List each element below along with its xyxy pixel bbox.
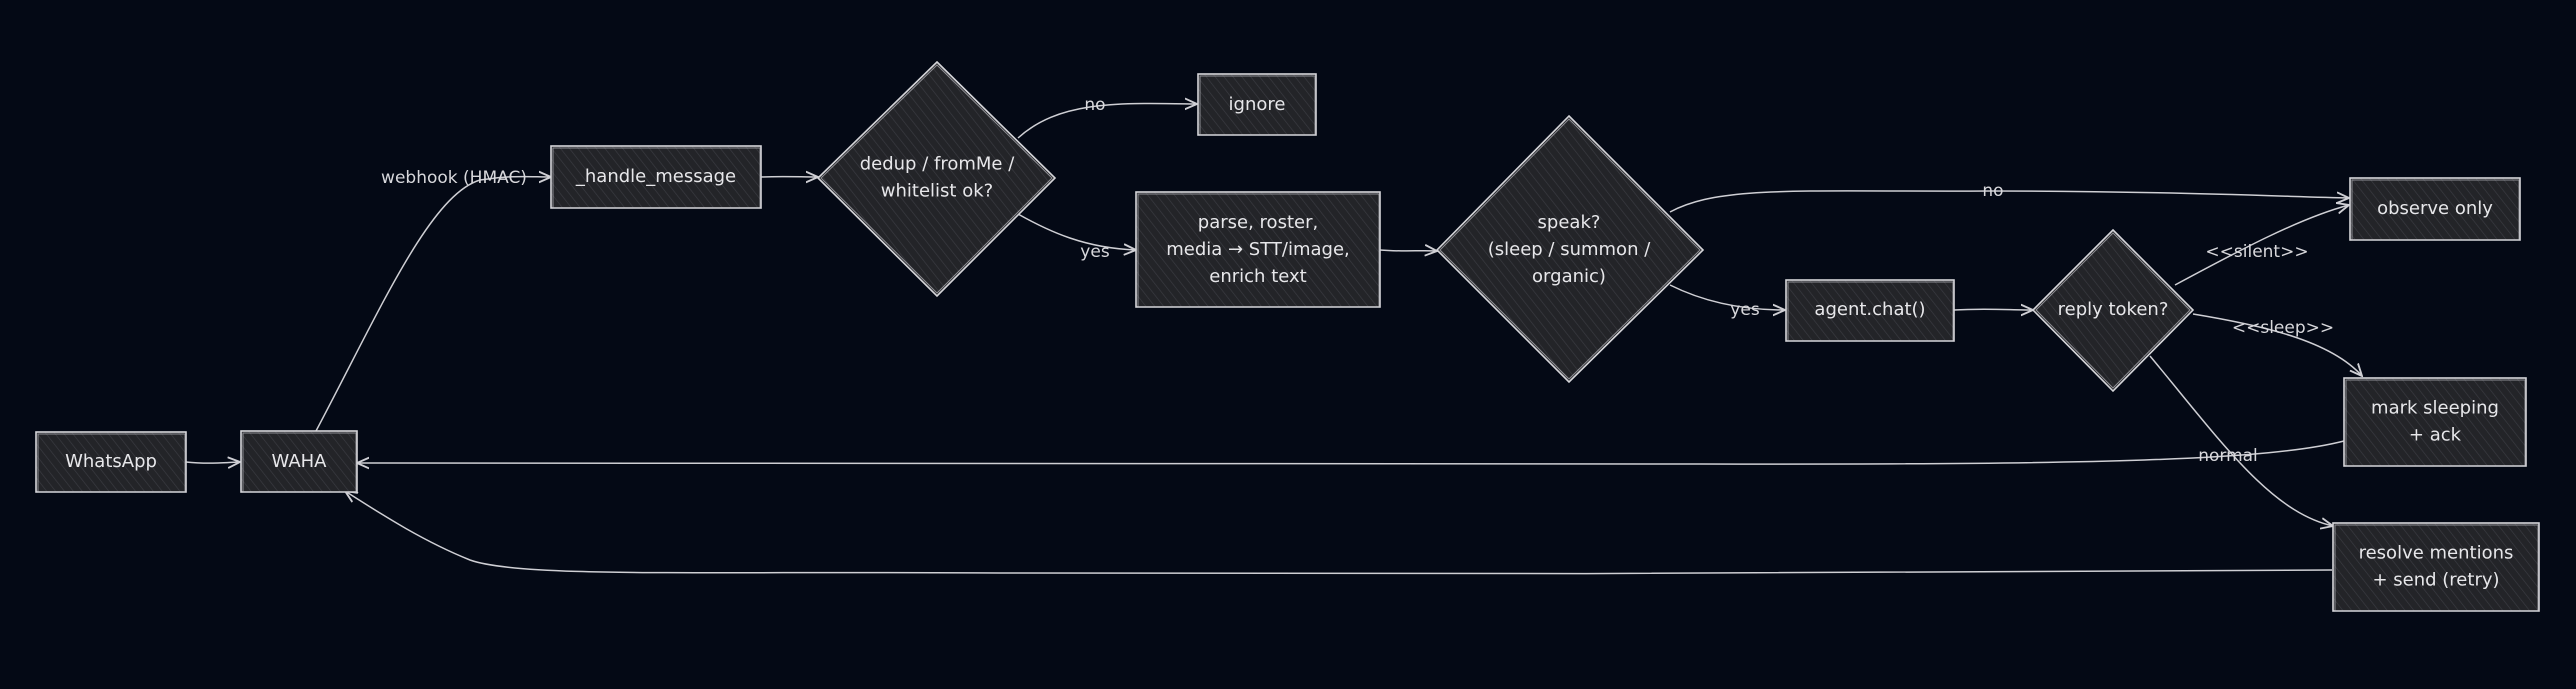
edge-speak-to-observe-only	[1670, 191, 2349, 212]
node-ignore[interactable]: ignore	[1198, 74, 1316, 135]
node-handle-message-label: _handle_message	[575, 166, 736, 187]
node-dedup-decision[interactable]: dedup / fromMe /whitelist ok?	[818, 62, 1055, 296]
node-whatsapp-label: WhatsApp	[65, 451, 157, 472]
node-waha-label: WAHA	[272, 451, 328, 472]
edge-waha-to-handle-message	[316, 177, 551, 431]
node-waha[interactable]: WAHA	[241, 431, 357, 492]
node-ignore-label: ignore	[1229, 94, 1286, 115]
edge-dedup-to-parse	[1018, 214, 1136, 250]
edge-label-yes-agent: yes	[1730, 300, 1760, 320]
edge-agent-chat-to-reply-token	[1954, 309, 2033, 310]
edge-label-silent: <<silent>>	[2205, 242, 2308, 262]
edge-speak-to-agent-chat	[1670, 285, 1785, 310]
nodes-layer: WhatsApp WAHA _handle_message dedup / fr…	[36, 62, 2539, 611]
node-observe-only-label: observe only	[2377, 198, 2493, 219]
node-observe-only[interactable]: observe only	[2350, 178, 2520, 240]
node-agent-chat[interactable]: agent.chat()	[1786, 280, 1954, 341]
node-parse-enrich[interactable]: parse, roster,media → STT/image,enrich t…	[1136, 192, 1380, 307]
edge-mark-sleeping-to-waha	[357, 441, 2344, 464]
node-whatsapp[interactable]: WhatsApp	[36, 432, 186, 492]
edge-label-webhook: webhook (HMAC)	[381, 168, 527, 188]
edge-label-no-observe: no	[1982, 181, 2003, 201]
edge-label-no-ignore: no	[1084, 95, 1105, 115]
edge-whatsapp-to-waha	[186, 462, 240, 463]
edge-reply-token-to-resolve-mentions	[2150, 356, 2333, 526]
edge-label-normal: normal	[2198, 446, 2258, 466]
node-reply-token-label: reply token?	[2058, 299, 2169, 320]
edge-label-sleep: <<sleep>>	[2232, 318, 2334, 338]
node-reply-token-decision[interactable]: reply token?	[2033, 230, 2193, 391]
edge-resolve-mentions-to-waha	[345, 491, 2332, 574]
node-mark-sleeping[interactable]: mark sleeping+ ack	[2344, 378, 2526, 466]
edge-label-yes-parse: yes	[1080, 242, 1110, 262]
node-resolve-mentions[interactable]: resolve mentions+ send (retry)	[2333, 523, 2539, 611]
node-handle-message[interactable]: _handle_message	[551, 146, 761, 208]
edge-dedup-to-ignore	[1018, 104, 1197, 138]
node-agent-chat-label: agent.chat()	[1814, 299, 1925, 320]
node-speak-decision[interactable]: speak?(sleep / summon /organic)	[1437, 116, 1703, 382]
edge-parse-to-speak	[1380, 250, 1437, 251]
